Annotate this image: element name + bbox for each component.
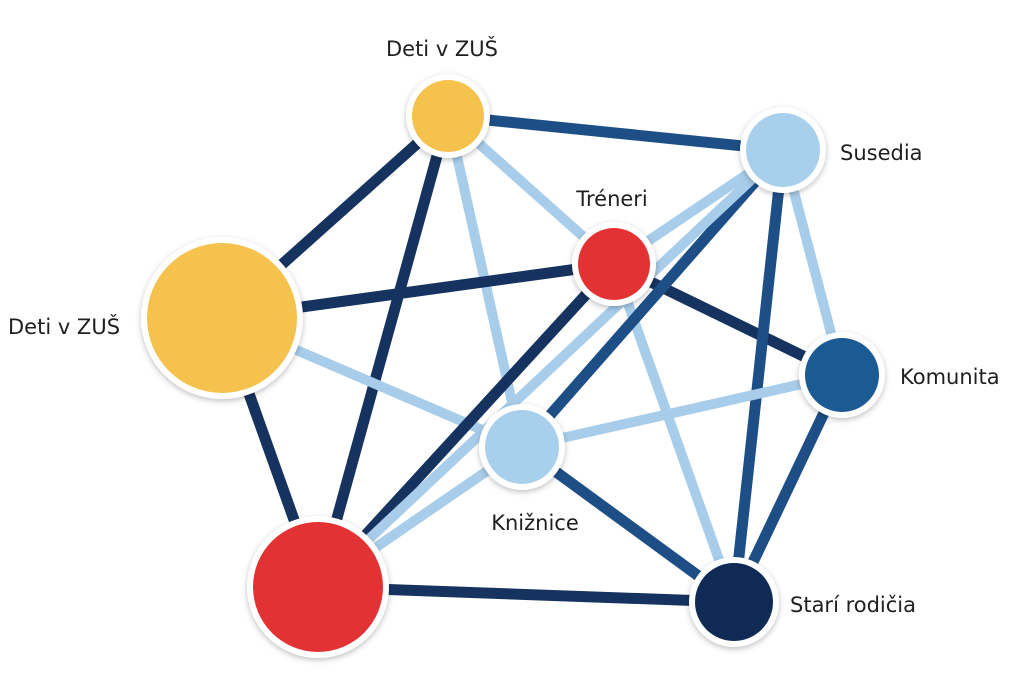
node-starí-rodicia [689,557,779,647]
node-treneri [572,222,656,306]
edge-susedia-kniznice [517,146,788,451]
edge-deti-zus-top-red-large [312,114,454,589]
node-circle-starí-rodicia [695,563,773,641]
edge-komunita-kniznice [520,370,844,452]
node-deti-zus-top [406,74,490,158]
label-deti-zus-left: Deti v ZUŠ [8,314,120,339]
node-circle-treneri [578,228,650,300]
node-circle-susedia [746,113,820,187]
label-komunita: Komunita [900,365,1000,389]
label-kniznice: Knižnice [491,511,579,535]
label-susedia: Susedia [840,141,923,165]
node-circle-red-large [253,522,383,652]
edge-susedia-starí-rodicia [728,149,789,603]
node-circle-deti-zus-top [412,80,484,152]
edge-susedia-red-large [314,146,787,591]
node-red-large [247,516,389,658]
node-susedia [740,107,826,193]
edge-deti-zus-top-susedia [447,110,784,156]
labels-group: Deti v ZUŠ Deti v ZUŠ Susedia Tréneri Ko… [8,36,1000,617]
node-circle-komunita [805,338,879,412]
edge-treneri-red-large [313,260,619,591]
label-treneri: Tréneri [575,187,648,211]
node-deti-zus-left [141,237,303,399]
node-kniznice [479,404,565,490]
label-stari-rodicia: Starí rodičia [790,593,916,617]
node-circle-kniznice [485,410,559,484]
node-circle-deti-zus-left [147,243,297,393]
nodes-group [141,74,885,658]
label-deti-zus-top: Deti v ZUŠ [386,36,498,61]
node-komunita [799,332,885,418]
